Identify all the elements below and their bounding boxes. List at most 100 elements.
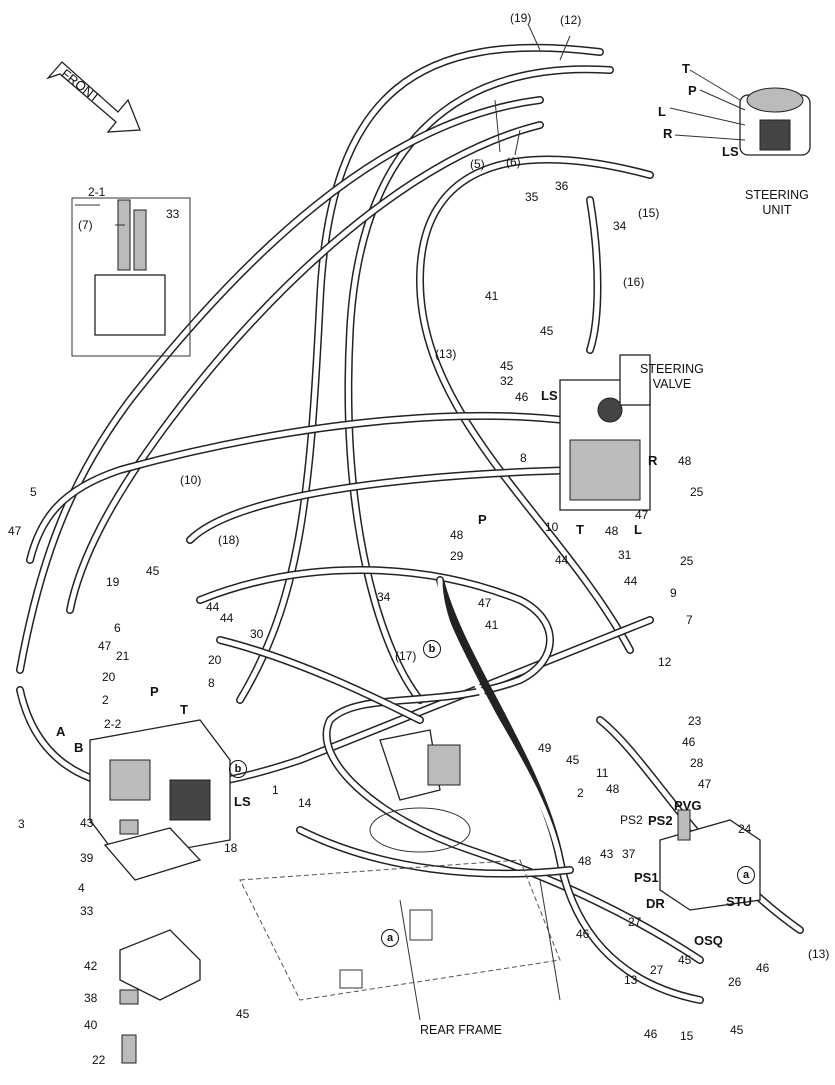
port-label: PVG xyxy=(674,798,702,813)
port-label: R xyxy=(663,126,673,141)
steering-valve xyxy=(559,354,651,511)
port-label: LS xyxy=(234,794,251,809)
callout: 34 xyxy=(613,219,627,233)
callout: 40 xyxy=(84,1018,98,1032)
leader-lines xyxy=(75,23,746,226)
callout: 43 xyxy=(600,847,614,861)
callout: 20 xyxy=(208,653,222,667)
callout: 39 xyxy=(80,851,94,865)
port-label: P xyxy=(688,83,697,98)
inset-detail-box xyxy=(71,197,191,357)
callout: 34 xyxy=(377,590,391,604)
port-label: OSQ xyxy=(694,933,723,948)
callout: 27 xyxy=(628,915,642,929)
callout: 14 xyxy=(298,796,312,810)
steering-unit xyxy=(739,87,811,156)
callout: 2-2 xyxy=(104,717,122,731)
callout: 45 xyxy=(236,1007,250,1021)
ref-circle-b: b xyxy=(423,640,441,658)
callout: 11 xyxy=(596,766,609,780)
callout: 24 xyxy=(738,822,752,836)
callout: 4 xyxy=(78,881,85,895)
callout: 31 xyxy=(618,548,632,562)
callout: 48 xyxy=(606,782,620,796)
callout: 35 xyxy=(525,190,539,204)
callout: 3 xyxy=(18,817,25,831)
callout: 5 xyxy=(30,485,37,499)
callout: 12 xyxy=(658,655,672,669)
callout: 2 xyxy=(102,693,109,707)
port-label: LS xyxy=(722,144,739,159)
callout: (13) xyxy=(435,347,457,361)
callout: 48 xyxy=(605,524,619,538)
callout: 45 xyxy=(540,324,554,338)
callout: 21 xyxy=(116,649,130,663)
ref-circle-b: b xyxy=(229,760,247,778)
callout: 49 xyxy=(538,741,552,755)
port-label: T xyxy=(576,522,584,537)
callout: 9 xyxy=(670,586,677,600)
callout: (7) xyxy=(78,218,93,232)
port-label: B xyxy=(74,740,84,755)
callout: 45 xyxy=(500,359,514,373)
callout: 13 xyxy=(624,973,638,987)
callout: 47 xyxy=(698,777,712,791)
port-label: DR xyxy=(646,896,665,911)
callout: 38 xyxy=(84,991,98,1005)
callout: 2 xyxy=(577,786,584,800)
callout: PS2 xyxy=(620,813,643,827)
callout: 48 xyxy=(450,528,464,542)
callout: 2-1 xyxy=(88,185,106,199)
callout: (6) xyxy=(506,155,521,169)
callout: 33 xyxy=(166,207,180,221)
callout: (10) xyxy=(180,473,202,487)
callout: 45 xyxy=(566,753,580,767)
callout: 10 xyxy=(545,520,559,534)
callout: 41 xyxy=(485,618,499,632)
callout: 33 xyxy=(80,904,94,918)
callout: 46 xyxy=(682,735,696,749)
callout: 47 xyxy=(635,508,649,522)
callout: (12) xyxy=(560,13,582,27)
callout: 37 xyxy=(622,847,636,861)
callout: 23 xyxy=(688,714,702,728)
ref-circle-a: a xyxy=(737,866,755,884)
port-label: P xyxy=(478,512,487,527)
callout: 28 xyxy=(690,756,704,770)
callout: (18) xyxy=(218,533,240,547)
port-label: A xyxy=(56,724,66,739)
callout: 44 xyxy=(555,553,569,567)
hose-group xyxy=(16,43,804,1004)
callout: 46 xyxy=(756,961,770,975)
callout: 42 xyxy=(84,959,98,973)
callout: 46 xyxy=(644,1027,658,1041)
callout: (16) xyxy=(623,275,645,289)
callout: (17) xyxy=(395,649,417,663)
callout: (13) xyxy=(808,947,830,961)
callout: 6 xyxy=(114,621,121,635)
rear-frame-title: REAR FRAME xyxy=(420,1023,502,1037)
callout: 25 xyxy=(680,554,694,568)
port-label: PS1 xyxy=(634,870,659,885)
front-arrow xyxy=(45,61,141,133)
callout: 36 xyxy=(555,179,569,193)
callout: 44 xyxy=(206,600,220,614)
callout: 22 xyxy=(92,1053,106,1067)
callout: 7 xyxy=(686,613,693,627)
port-label: T xyxy=(682,61,690,76)
callout: 45 xyxy=(678,953,692,967)
steering-valve-title: STEERING VALVE xyxy=(640,362,704,391)
priority-valve-block xyxy=(659,809,761,911)
callout: 32 xyxy=(500,374,514,388)
callout: 1 xyxy=(272,783,279,797)
callout: 8 xyxy=(208,676,215,690)
callout: 41 xyxy=(485,289,499,303)
port-label: STU xyxy=(726,894,752,909)
callout: 47 xyxy=(98,639,112,653)
callout: 15 xyxy=(680,1029,694,1043)
steering-unit-title: STEERING UNIT xyxy=(745,188,809,217)
callout: 44 xyxy=(624,574,638,588)
callout: 44 xyxy=(220,611,234,625)
